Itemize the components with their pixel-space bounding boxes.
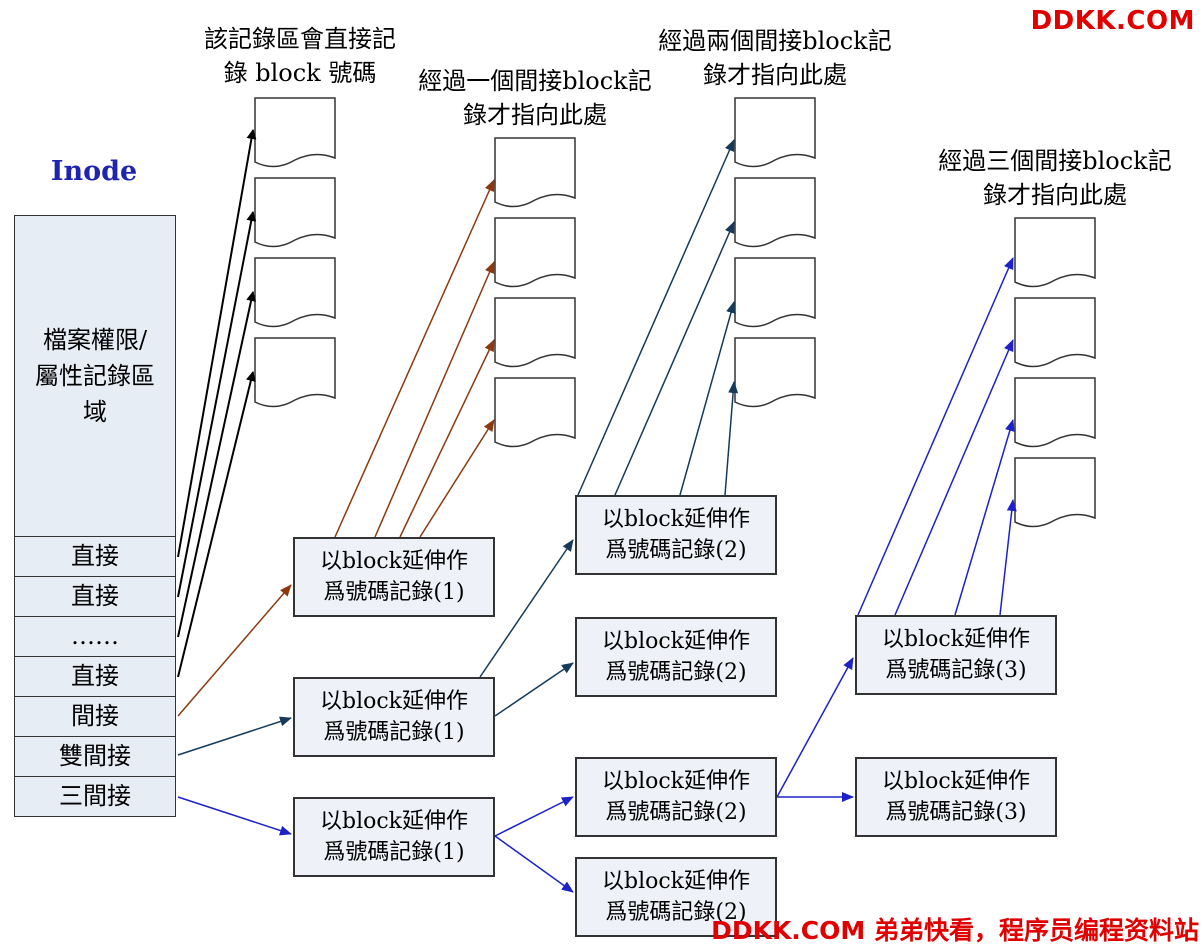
inode-row-indirect: 間接 [15,696,175,736]
double-indirect-pointers [177,139,739,756]
caption-triple-indirect: 經過三個間接block記 錄才指向此處 [938,147,1172,209]
double-indirect-box-1: 以block延伸作 爲號碼記錄(1) [293,677,495,757]
caption-double-indirect: 經過兩個間接block記 錄才指向此處 [658,27,892,89]
single-indirect-box: 以block延伸作 爲號碼記錄(1) [293,537,495,617]
inode-row-direct-3: 直接 [15,656,175,696]
triple-indirect-box-3b: 以block延伸作 爲號碼記錄(3) [855,757,1057,837]
double-indirect-block-stack [734,97,816,408]
single-indirect-block-stack [494,137,576,448]
caption-direct: 該記錄區會直接記 錄 block 號碼 [204,25,396,87]
direct-block-stack [254,97,336,408]
watermark-top: DDKK.COM [1030,6,1195,36]
attributes-area: 檔案權限/ 屬性記錄區 域 [35,326,155,426]
double-indirect-box-2b: 以block延伸作 爲號碼記錄(2) [575,617,777,697]
inode-row-direct-1: 直接 [15,536,175,576]
inode-row-triple-indirect: 三間接 [15,776,175,816]
inode-row-direct-2: 直接 [15,576,175,616]
double-indirect-box-2a: 以block延伸作 爲號碼記錄(2) [575,495,777,575]
triple-indirect-box-3a: 以block延伸作 爲號碼記錄(3) [855,615,1057,695]
triple-indirect-pointers [177,257,1017,893]
triple-indirect-box-2b: 以block延伸作 爲號碼記錄(2) [575,857,777,937]
single-indirect-pointers [177,179,495,717]
triple-indirect-box-2a: 以block延伸作 爲號碼記錄(2) [575,757,777,837]
triple-indirect-block-stack [1014,217,1096,528]
inode-table: 檔案權限/ 屬性記錄區 域 直接 直接 …… 直接 間接 雙間接 三間接 [14,215,176,817]
triple-indirect-box-1: 以block延伸作 爲號碼記錄(1) [293,797,495,877]
caption-single-indirect: 經過一個間接block記 錄才指向此處 [418,67,652,129]
inode-row-ellipsis: …… [15,616,175,656]
inode-row-double-indirect: 雙間接 [15,736,175,776]
direct-pointers [177,129,257,678]
watermark-bottom: DDKK.COM 弟弟快看，程序员编程资料站 [711,916,1199,945]
inode-title: Inode [50,156,138,187]
